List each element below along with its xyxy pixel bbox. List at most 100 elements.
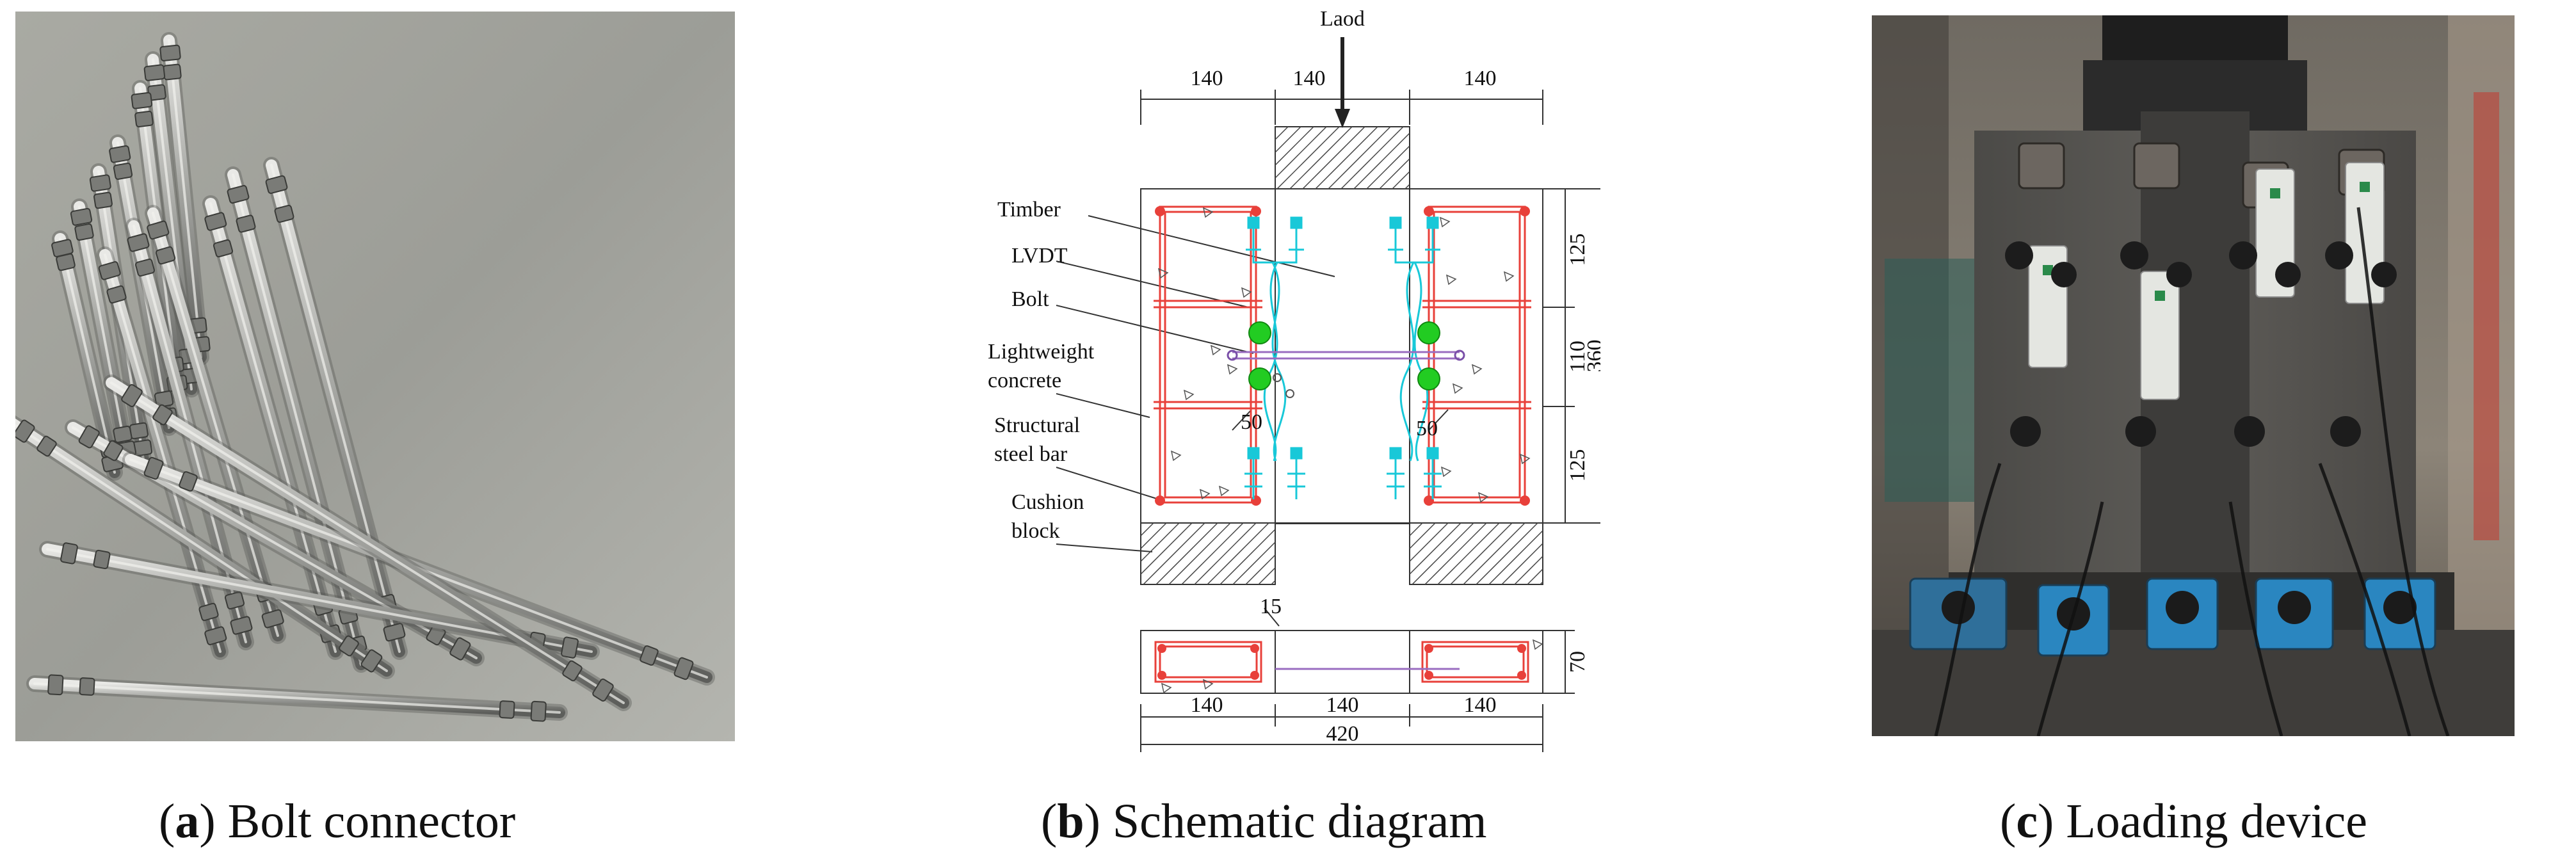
bolt-nut xyxy=(383,623,406,642)
aggregate-mark xyxy=(1170,450,1182,462)
rebar-dots xyxy=(1155,206,1530,680)
sensor-label xyxy=(2360,182,2370,192)
clamp-knob xyxy=(2010,416,2041,447)
timber-leader xyxy=(1088,215,1335,277)
bolt-nut xyxy=(109,145,131,163)
bolt-nut xyxy=(198,602,219,622)
bolt-nut xyxy=(155,246,176,265)
aggregate-mark xyxy=(1440,466,1452,478)
bolt-nut xyxy=(143,456,164,480)
hatch-line xyxy=(1276,126,1340,189)
bolt-nut xyxy=(79,677,95,696)
label-bolt: Bolt xyxy=(1011,287,1049,311)
hatch-line xyxy=(1289,126,1353,189)
dim-inner-right: 50 xyxy=(1416,417,1438,440)
concrete-aggregate xyxy=(1157,207,1543,694)
bolt-highlight xyxy=(152,212,279,637)
bolt-end xyxy=(1454,350,1465,361)
dim-gap: 15 xyxy=(1260,595,1282,618)
bolt-highlight xyxy=(270,164,401,653)
section-rebar-dot xyxy=(1250,671,1259,680)
bolt-nut xyxy=(499,700,515,719)
hatch-line xyxy=(1450,522,1513,585)
bolt-highlight xyxy=(110,382,625,704)
green-machine-left xyxy=(1885,259,1981,502)
hatch-line xyxy=(1232,542,1276,585)
bolt-nut xyxy=(93,549,111,570)
caption-text: ) Schematic diagram xyxy=(1084,794,1487,848)
caption-letter: b xyxy=(1057,794,1084,848)
bolt-nut xyxy=(236,214,256,233)
clamp-knob xyxy=(2234,416,2265,447)
clamp-knob xyxy=(2051,262,2077,287)
sensor-label xyxy=(2155,291,2165,301)
section-outline xyxy=(1140,630,1543,694)
bolt-nut xyxy=(127,233,150,252)
hatch-line xyxy=(1405,184,1410,189)
clamp-knob xyxy=(2371,262,2397,287)
lvdt-clamp xyxy=(2133,142,2180,189)
bolt-nut xyxy=(147,220,170,240)
bolt-nut xyxy=(113,163,133,180)
aggregate-mark xyxy=(1183,389,1195,401)
bolt-nut xyxy=(36,435,57,457)
lvdt-mount xyxy=(1247,216,1260,229)
caption-letter: a xyxy=(175,794,200,848)
label-structural: Structural xyxy=(994,414,1080,437)
aggregate-mark xyxy=(1503,271,1515,282)
bolt-highlight xyxy=(46,548,593,653)
aggregate-mark xyxy=(1161,682,1172,694)
aggregate-mark xyxy=(1439,216,1451,228)
bolt-nut xyxy=(129,422,149,440)
bolt-heads xyxy=(1227,321,1465,398)
dim-right-total: 360 xyxy=(1583,340,1600,373)
sensor-label xyxy=(2270,188,2280,198)
lvdt-mount xyxy=(1426,216,1439,229)
lvdt-cable xyxy=(1263,262,1278,462)
aggregate-mark xyxy=(1471,364,1483,375)
bolt-highlight xyxy=(104,253,221,653)
dim-right-125-top: 125 xyxy=(1566,234,1590,266)
loading-head xyxy=(2102,15,2288,60)
bolt-highlight xyxy=(168,39,202,358)
lvdt-mount xyxy=(1247,447,1260,460)
clamp-knob xyxy=(2229,241,2257,269)
dim-inner-left: 50 xyxy=(1241,410,1262,434)
section-rebar-dot xyxy=(1250,644,1259,653)
bolt-nut xyxy=(103,440,124,462)
rebar-dot xyxy=(1424,206,1434,216)
clamp-knob xyxy=(2325,241,2353,269)
bolt-photo-illustration xyxy=(1,12,735,741)
bolt-shaft xyxy=(1232,351,1460,670)
dim-bottom-right: 140 xyxy=(1464,693,1497,717)
lvdt-bracket xyxy=(1401,228,1440,264)
aggregate-mark xyxy=(1157,268,1169,279)
hatch-line xyxy=(1275,126,1327,179)
label-block: block xyxy=(1011,519,1060,543)
dim-right-125-bottom: 125 xyxy=(1566,449,1590,482)
dim-bottom-total: 420 xyxy=(1326,722,1359,746)
caption-bolt-connector: (a) Bolt connector xyxy=(159,794,515,849)
clamp-knob xyxy=(2275,262,2301,287)
steel-bar-leader xyxy=(1056,467,1159,500)
hatch-line xyxy=(1514,556,1543,585)
magnet-switch xyxy=(2166,591,2199,624)
hatch-line xyxy=(1409,522,1423,536)
bolt-nut xyxy=(131,92,153,109)
magnet-switch xyxy=(1942,591,1975,624)
bolt-nut xyxy=(74,223,94,241)
red-frame-right xyxy=(2474,92,2499,540)
section-stirrup xyxy=(1421,641,1529,683)
bolt-nut xyxy=(204,212,227,231)
rebar-dot xyxy=(1155,495,1165,506)
bolt-nut xyxy=(261,609,284,629)
hatch-line xyxy=(1143,522,1205,585)
bolt-end xyxy=(1227,350,1238,361)
rebar-dot xyxy=(1251,495,1261,506)
bolt-connector-photo xyxy=(1,12,735,741)
bolt-nut xyxy=(673,657,694,680)
section-rebar-dot xyxy=(1424,671,1433,680)
caption-schematic-diagram: (b) Schematic diagram xyxy=(1041,794,1486,849)
bolt-nut xyxy=(224,591,245,610)
section-rebar-dot xyxy=(1157,671,1166,680)
